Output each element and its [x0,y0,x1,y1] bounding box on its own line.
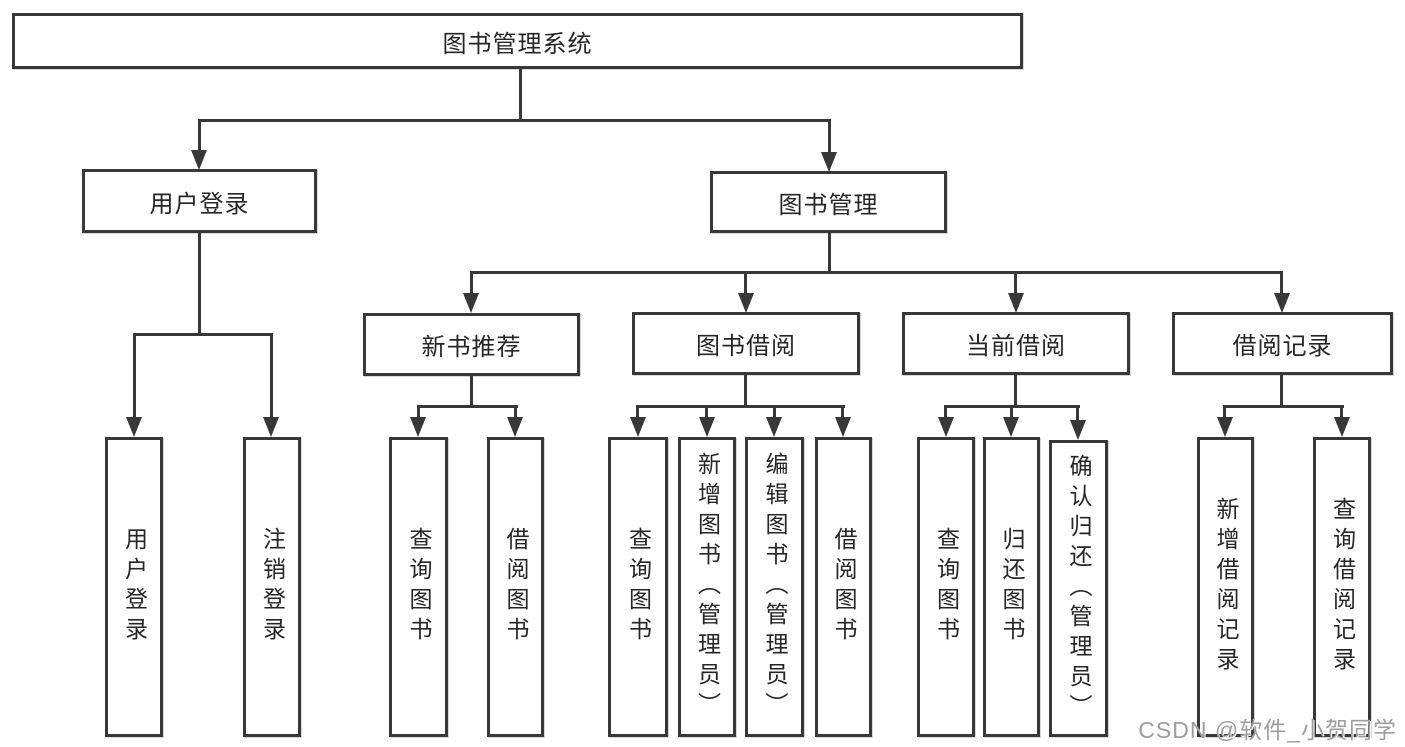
leaf-query-borrow-record-label: 查询借阅记录 [1329,497,1356,677]
leaf-edit-books-admin-label: 编辑图书（管理员） [762,452,788,722]
node-book-management-label: 图书管理 [778,191,879,219]
arrow-down-icon [1003,417,1019,437]
leaf-confirm-return-admin: 确认归还（管理员） [1049,440,1108,737]
connector-borrowing-records-down [1280,375,1283,408]
leaf-borrow-books-borrowing: 借阅图书 [815,437,872,737]
connector-borrowing-records-horizontal [1223,405,1344,408]
connector-book-borrowing-down [744,375,747,408]
node-book-management: 图书管理 [710,171,947,233]
connector-stub [1076,405,1079,420]
arrow-down-icon [738,293,754,313]
arrow-down-icon [1070,420,1086,440]
connector-stub-book-management [828,119,831,153]
connector-stub [841,405,844,420]
arrow-down-icon [835,417,851,437]
watermark-text: CSDN @软件_小贺同学 [1138,717,1397,743]
leaf-user-login: 用户登录 [105,437,163,737]
node-new-book-recommendation-label: 新书推荐 [421,334,522,361]
arrow-down-icon [507,417,523,437]
arrow-down-icon [630,417,646,437]
leaf-add-borrow-record-label: 新增借阅记录 [1213,497,1239,677]
connector-stub [705,405,708,420]
leaf-return-books: 归还图书 [983,437,1040,737]
connector-stub-book-borrowing [744,271,747,295]
arrow-down-icon [1274,293,1290,313]
node-current-borrowing-label: 当前借阅 [966,333,1066,360]
leaf-borrow-books-recommend-label: 借阅图书 [503,527,529,647]
connector-stub-borrowing-records [1280,271,1283,295]
arrow-down-icon [766,417,782,437]
arrow-down-icon [410,417,426,437]
node-book-borrowing: 图书借阅 [632,312,860,375]
arrow-down-icon [126,417,142,437]
connector-user-login-horizontal [133,333,273,336]
leaf-edit-books-admin: 编辑图书（管理员） [745,437,804,737]
connector-book-management-down [828,233,831,274]
node-book-borrowing-label: 图书借阅 [696,333,796,360]
leaf-logout-label: 注销登录 [259,527,286,647]
connector-stub [1340,405,1343,420]
leaf-query-books-borrowing-label: 查询图书 [625,527,652,647]
connector-stub [1223,405,1226,420]
leaf-add-books-admin-label: 新增图书（管理员） [694,452,721,722]
connector-stub [1010,405,1013,420]
leaf-query-books-current: 查询图书 [917,437,975,737]
leaf-query-books-borrowing: 查询图书 [608,437,668,737]
connector-stub-current-borrowing [1014,271,1017,295]
leaf-add-books-admin: 新增图书（管理员） [678,437,736,737]
arrow-down-icon [1217,417,1233,437]
connector-stub [514,405,517,420]
connector-stub [636,405,639,420]
leaf-add-borrow-record: 新增借阅记录 [1197,437,1254,737]
connector-book-borrowing-horizontal [636,405,845,408]
connector-stub [773,405,776,420]
connector-new-book-down [470,376,473,408]
leaf-query-books-recommend: 查询图书 [389,437,448,737]
arrow-down-icon [1334,417,1350,437]
arrow-down-icon [463,293,479,313]
node-user-login-label: 用户登录 [149,190,250,218]
connector-stub [417,405,420,420]
connector-user-login-down [198,233,201,336]
leaf-logout: 注销登录 [243,437,301,737]
node-current-borrowing: 当前借阅 [902,312,1130,375]
connector-root-down [519,69,522,121]
connector-current-borrowing-down [1014,375,1017,408]
connector-stub-user-login [198,119,201,152]
node-new-book-recommendation: 新书推荐 [363,313,580,376]
node-user-login: 用户登录 [82,169,317,233]
connector-book-management-horizontal [470,271,1282,274]
arrow-down-icon [1008,293,1024,313]
leaf-query-books-recommend-label: 查询图书 [406,527,432,647]
arrow-down-icon [263,417,279,437]
node-root: 图书管理系统 [12,13,1023,69]
node-borrowing-records-label: 借阅记录 [1232,333,1333,360]
connector-stub [944,405,947,420]
connector-stub-new-book [470,271,473,295]
arrow-down-icon [821,152,837,172]
connector-root-horizontal [198,119,831,122]
connector-stub-leaf-logout [270,333,273,420]
connector-stub-leaf-user-login [133,333,136,420]
arrow-down-icon [699,417,715,437]
arrow-down-icon [191,150,207,170]
leaf-borrow-books-recommend: 借阅图书 [487,437,544,737]
arrow-down-icon [938,417,954,437]
leaf-borrow-books-borrowing-label: 借阅图书 [831,527,857,647]
leaf-user-login-label: 用户登录 [121,527,148,647]
node-root-label: 图书管理系统 [442,30,593,58]
leaf-query-books-current-label: 查询图书 [933,527,960,647]
connector-new-book-horizontal [417,405,518,408]
node-borrowing-records: 借阅记录 [1172,312,1393,375]
leaf-query-borrow-record: 查询借阅记录 [1313,437,1371,737]
leaf-return-books-label: 归还图书 [999,527,1025,647]
leaf-confirm-return-admin-label: 确认归还（管理员） [1066,453,1092,724]
